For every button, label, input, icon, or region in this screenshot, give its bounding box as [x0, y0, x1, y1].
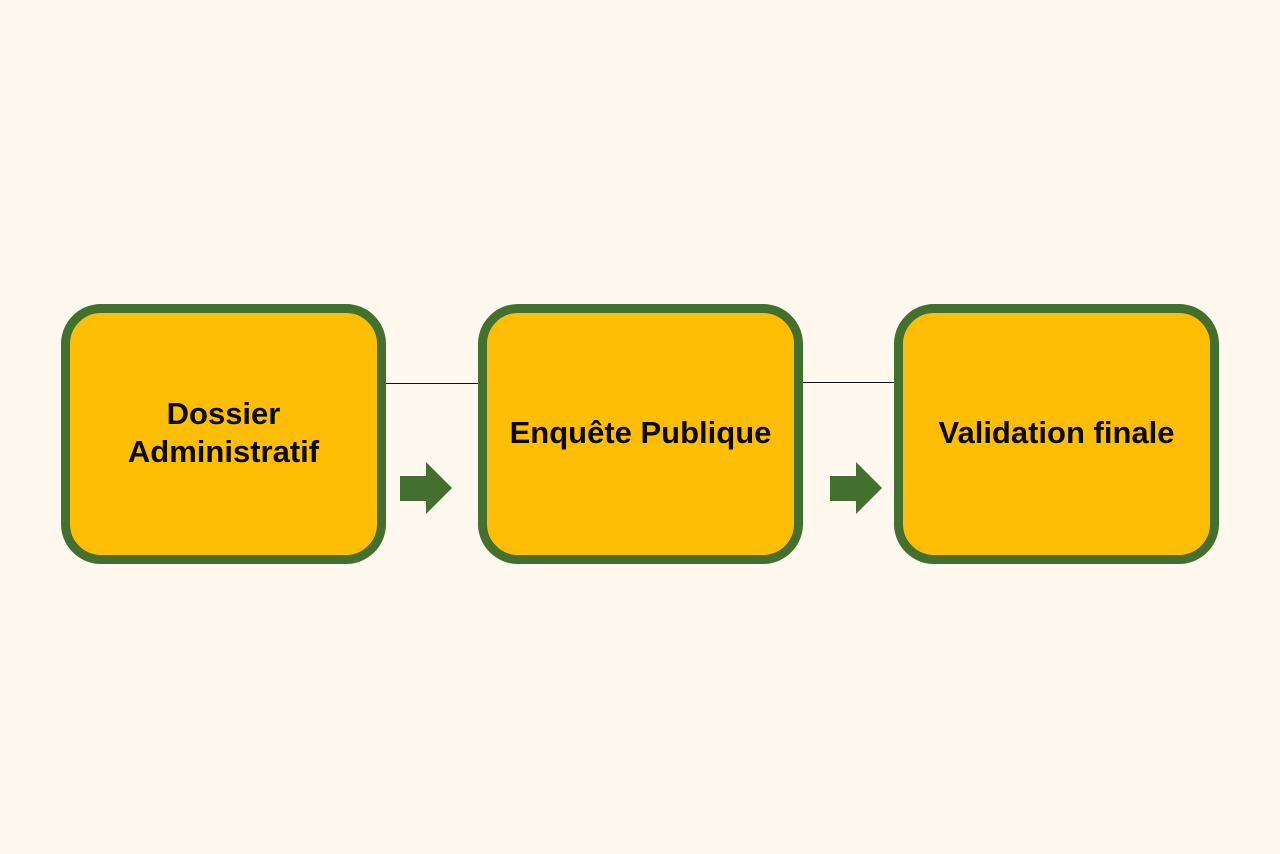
connector-line-2-3	[802, 382, 895, 383]
right-arrow-icon	[400, 462, 452, 514]
step-box-validation-finale: Validation finale	[894, 304, 1219, 564]
step-label: Validation finale	[938, 414, 1175, 450]
step-box-dossier-administratif: Dossier Administratif	[61, 304, 386, 564]
connector-line-1-2	[385, 383, 479, 384]
step-label: Enquête Publique	[509, 414, 772, 450]
right-arrow-icon	[830, 462, 882, 514]
step-box-enquete-publique: Enquête Publique	[478, 304, 803, 564]
step-label: Dossier Administratif	[127, 395, 320, 469]
